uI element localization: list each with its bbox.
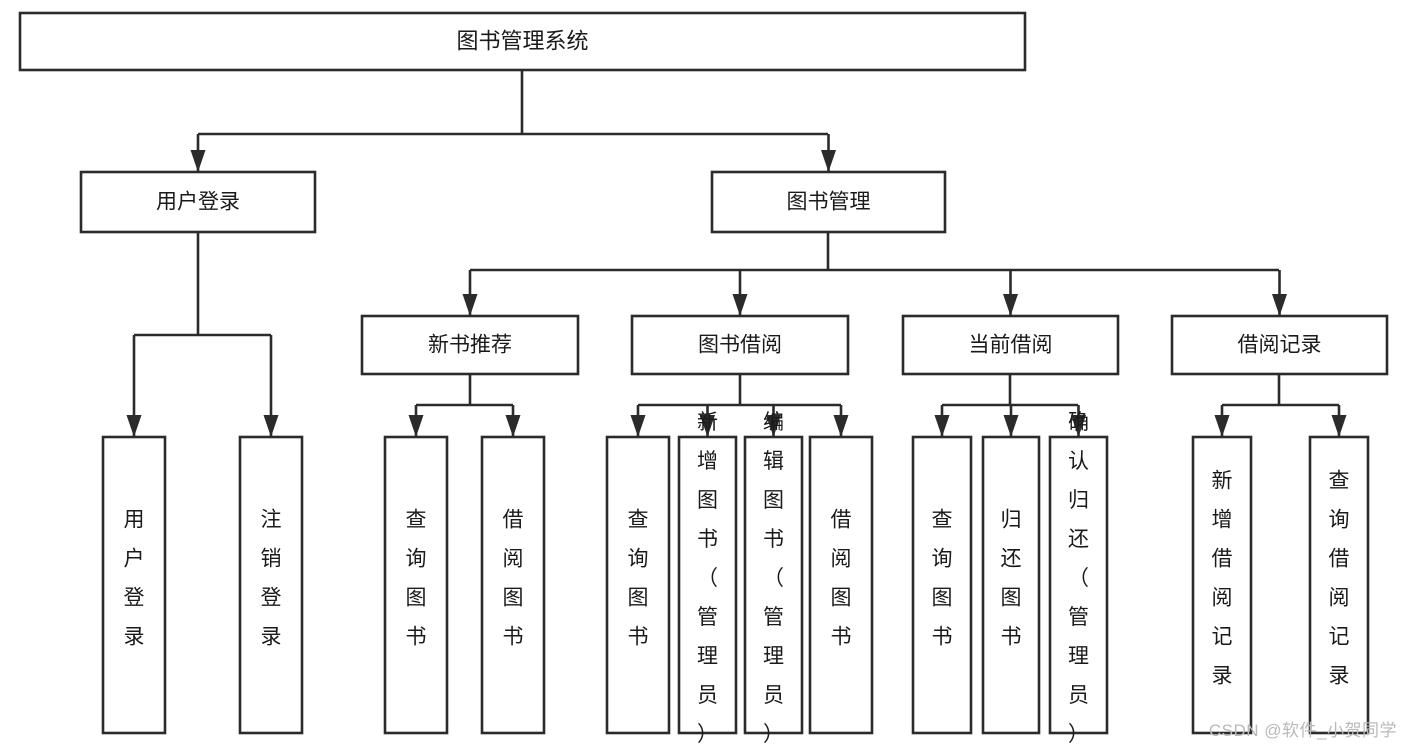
arrow-to-leaf-query-book-recommend (408, 415, 424, 437)
node-leaf-query-book-current[interactable]: 查询图书 (911, 435, 973, 735)
diagram-nodes: 图书管理系统用户登录图书管理新书推荐图书借阅当前借阅借阅记录用户登录注销登录查询… (18, 11, 1389, 746)
node-leaf-confirm-return-admin[interactable]: 确认归还（管理员） (1048, 411, 1109, 746)
node-label-leaf-return-book: 归还图书 (1001, 509, 1022, 649)
arrow-to-user-login (190, 150, 206, 172)
node-box-leaf-query-borrow-record[interactable] (1308, 435, 1370, 735)
node-leaf-borrow-book-recommend[interactable]: 借阅图书 (480, 435, 546, 735)
node-box-leaf-edit-book-admin[interactable] (743, 435, 804, 735)
node-label-leaf-confirm-return-admin: 确认归还（管理员） (1068, 411, 1089, 746)
node-box-current-borrow[interactable] (901, 314, 1120, 376)
node-label-leaf-query-book-borrow: 查询图书 (628, 509, 649, 649)
node-label-leaf-query-book-recommend: 查询图书 (406, 509, 427, 649)
node-leaf-edit-book-admin[interactable]: 编辑图书（管理员） (743, 411, 804, 746)
arrow-to-leaf-logout (263, 415, 279, 437)
node-label-borrow-record: 借阅记录 (1238, 334, 1322, 357)
node-borrow-record[interactable]: 借阅记录 (1170, 314, 1389, 376)
arrow-to-leaf-borrow-book (833, 415, 849, 437)
node-label-leaf-add-book-admin: 新增图书（管理员） (697, 411, 718, 746)
node-box-leaf-return-book[interactable] (981, 435, 1041, 735)
arrow-to-new-book-recommend (462, 294, 478, 316)
node-book-management[interactable]: 图书管理 (710, 170, 947, 234)
arrow-to-leaf-borrow-book-recommend (505, 415, 521, 437)
arrow-to-leaf-add-borrow-record (1214, 415, 1230, 437)
node-label-leaf-borrow-book: 借阅图书 (831, 509, 852, 649)
node-box-new-book-recommend[interactable] (360, 314, 580, 376)
node-label-leaf-user-login: 用户登录 (124, 509, 145, 649)
node-label-new-book-recommend: 新书推荐 (428, 334, 512, 357)
node-box-leaf-query-book-current[interactable] (911, 435, 973, 735)
node-label-leaf-query-borrow-record: 查询借阅记录 (1329, 470, 1350, 688)
node-box-leaf-query-book-recommend[interactable] (383, 435, 449, 735)
arrow-to-leaf-query-book-current (934, 415, 950, 437)
arrow-to-leaf-add-book-admin (700, 415, 715, 437)
arrow-to-borrow-record (1272, 294, 1287, 316)
node-label-leaf-query-book-current: 查询图书 (932, 509, 953, 649)
node-box-leaf-borrow-book-recommend[interactable] (480, 435, 546, 735)
node-leaf-add-borrow-record[interactable]: 新增借阅记录 (1191, 435, 1253, 735)
arrow-to-leaf-query-borrow-record (1331, 415, 1347, 437)
node-root[interactable]: 图书管理系统 (18, 11, 1027, 72)
node-label-leaf-logout: 注销登录 (261, 509, 282, 649)
node-label-book-borrow: 图书借阅 (698, 334, 782, 357)
arrow-to-book-management (821, 150, 836, 172)
arrow-to-leaf-confirm-return-admin (1071, 415, 1086, 437)
node-box-leaf-borrow-book[interactable] (808, 435, 874, 735)
node-book-borrow[interactable]: 图书借阅 (630, 314, 850, 376)
node-box-user-login[interactable] (79, 170, 317, 234)
node-box-leaf-add-borrow-record[interactable] (1191, 435, 1253, 735)
node-leaf-return-book[interactable]: 归还图书 (981, 435, 1041, 735)
node-new-book-recommend[interactable]: 新书推荐 (360, 314, 580, 376)
node-leaf-user-login[interactable]: 用户登录 (101, 435, 167, 735)
node-box-leaf-user-login[interactable] (101, 435, 167, 735)
node-label-user-login: 用户登录 (156, 191, 240, 214)
node-current-borrow[interactable]: 当前借阅 (901, 314, 1120, 376)
node-label-leaf-edit-book-admin: 编辑图书（管理员） (763, 411, 784, 746)
arrow-to-leaf-user-login (126, 415, 142, 437)
node-leaf-query-book-borrow[interactable]: 查询图书 (605, 435, 671, 735)
node-leaf-query-book-recommend[interactable]: 查询图书 (383, 435, 449, 735)
node-label-root: 图书管理系统 (456, 28, 588, 53)
node-box-leaf-add-book-admin[interactable] (677, 435, 738, 735)
arrow-to-leaf-return-book (1003, 415, 1019, 437)
node-label-book-management: 图书管理 (787, 191, 871, 214)
node-box-root[interactable] (18, 11, 1027, 72)
node-label-current-borrow: 当前借阅 (969, 334, 1053, 357)
node-box-leaf-query-book-borrow[interactable] (605, 435, 671, 735)
node-box-book-borrow[interactable] (630, 314, 850, 376)
arrow-to-leaf-edit-book-admin (766, 415, 781, 437)
node-leaf-add-book-admin[interactable]: 新增图书（管理员） (677, 411, 738, 746)
node-box-leaf-logout[interactable] (238, 435, 304, 735)
node-label-leaf-borrow-book-recommend: 借阅图书 (503, 509, 524, 649)
node-label-leaf-add-borrow-record: 新增借阅记录 (1212, 470, 1233, 688)
connector-links (126, 70, 1347, 437)
node-box-book-management[interactable] (710, 170, 947, 234)
arrow-to-current-borrow (1003, 294, 1018, 316)
node-leaf-borrow-book[interactable]: 借阅图书 (808, 435, 874, 735)
arrow-to-book-borrow (732, 294, 748, 316)
arrow-to-leaf-query-book-borrow (630, 415, 646, 437)
node-box-leaf-confirm-return-admin[interactable] (1048, 435, 1109, 735)
node-leaf-logout[interactable]: 注销登录 (238, 435, 304, 735)
node-box-borrow-record[interactable] (1170, 314, 1389, 376)
node-leaf-query-borrow-record[interactable]: 查询借阅记录 (1308, 435, 1370, 735)
node-user-login[interactable]: 用户登录 (79, 170, 317, 234)
